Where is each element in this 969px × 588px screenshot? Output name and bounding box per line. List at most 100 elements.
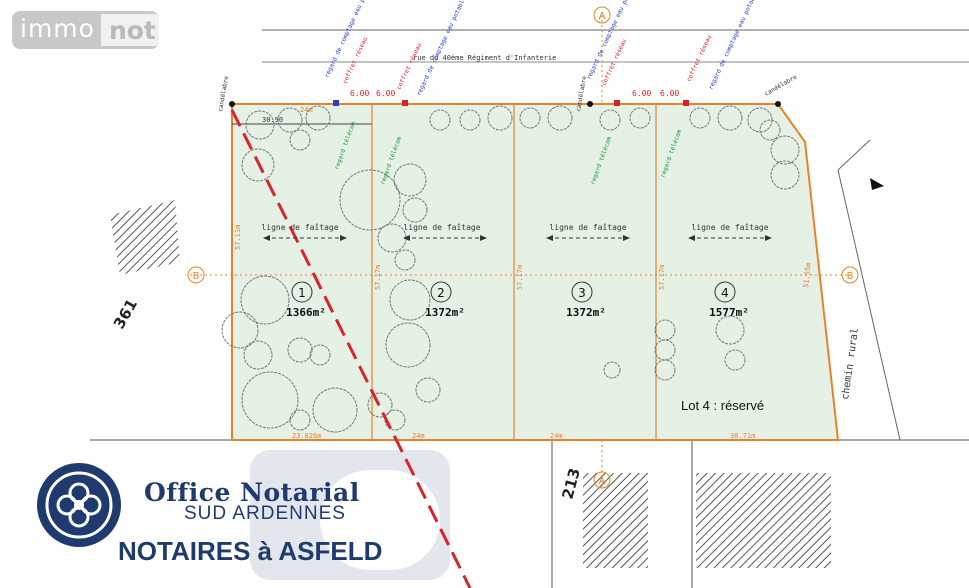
tree-16 (241, 371, 299, 429)
dim-bottom-3: 24m (550, 432, 563, 440)
utility-corner-3: candélabre (764, 73, 799, 97)
building-right (696, 473, 831, 568)
dim-bottom-4: 30.71m (730, 432, 755, 440)
svg-text:1366m²: 1366m² (286, 306, 326, 319)
tree-12 (221, 311, 259, 349)
road-name: chemin rural (840, 327, 861, 400)
svg-text:A: A (599, 476, 606, 487)
lot-4-label: 4 1577m² (709, 281, 749, 319)
notary-title: Office Notarial (144, 478, 360, 507)
utility-markers (229, 100, 781, 107)
tree-2 (277, 107, 303, 133)
tree-25 (459, 109, 481, 131)
marker-b-right: B (841, 266, 859, 284)
tree-15 (309, 344, 331, 366)
tree-19 (389, 279, 431, 321)
parcel-361: 361 (110, 296, 141, 332)
svg-text:2: 2 (437, 286, 445, 300)
utility-corner-1: candélabre (217, 75, 230, 112)
svg-text:1372m²: 1372m² (566, 306, 606, 319)
tree-23 (384, 409, 406, 431)
tree-32 (717, 105, 743, 131)
offset-2: 6.00 (376, 89, 395, 98)
tree-24 (429, 109, 451, 131)
tree-38 (654, 339, 676, 361)
svg-text:ligne de faîtage: ligne de faîtage (691, 223, 768, 232)
dim-side-1: 57.11m (234, 225, 242, 250)
lot-area (231, 103, 840, 441)
background-emblem (250, 450, 450, 580)
svg-text:B: B (847, 271, 854, 282)
tree-14 (287, 337, 313, 363)
dim-side-2: 57.17m (374, 265, 382, 290)
road-edge-outer (837, 169, 901, 441)
svg-text:A: A (599, 11, 606, 22)
dim-top-b: 24m (300, 106, 313, 114)
dim-bottom-1: 23.826m (292, 432, 322, 440)
dim-top-a: 30.90 (262, 116, 283, 124)
utility-meter-2: regard de comptage eau potable (415, 0, 467, 97)
watermark-part2: not (100, 14, 159, 46)
dim-right: 51.55m (802, 262, 813, 288)
dim-bottom-2: 24m (412, 432, 425, 440)
svg-text:ligne de faîtage: ligne de faîtage (261, 223, 338, 232)
tree-5 (289, 129, 311, 151)
marker-a-top: A (593, 6, 611, 24)
tree-29 (599, 109, 621, 131)
ridge-lot-4: ligne de faîtage (688, 223, 772, 241)
tree-35 (770, 160, 800, 190)
tree-31 (689, 107, 711, 129)
ridge-lot-3: ligne de faîtage (546, 223, 630, 241)
tree-39 (654, 359, 676, 381)
building-213 (583, 473, 648, 568)
svg-text:1577m²: 1577m² (709, 306, 749, 319)
tree-27 (519, 107, 541, 129)
watermark-part1: immo (20, 14, 95, 43)
building-361 (110, 200, 180, 275)
ridge-lot-1: ligne de faîtage (261, 223, 347, 241)
tree-7 (393, 163, 427, 197)
notary-seal-icon (37, 463, 121, 547)
tree-42 (603, 361, 621, 379)
tree-17 (312, 387, 358, 433)
parcel-213: 213 (558, 466, 583, 501)
tree-36 (759, 119, 781, 141)
lot-3-label: 3 1372m² (566, 281, 606, 319)
utility-cabinet-2: coffret réseau (395, 42, 423, 91)
svg-text:B: B (193, 271, 200, 282)
overhead-power-line (230, 109, 472, 588)
tree-22 (367, 392, 393, 418)
tree-1 (245, 110, 275, 140)
svg-text:ligne de faîtage: ligne de faîtage (549, 223, 626, 232)
utility-meter-4: regard de comptage eau potable (707, 0, 759, 91)
tree-4 (241, 148, 275, 182)
svg-text:1372m²: 1372m² (425, 306, 465, 319)
tree-26 (487, 105, 513, 131)
street-name: rue du 40ème Régiment d'Infanterie (413, 54, 556, 62)
offset-3: 6.00 (632, 89, 651, 98)
tree-3 (305, 105, 331, 131)
svg-text:4: 4 (721, 286, 729, 300)
dim-side-3: 57.17m (516, 265, 524, 290)
tree-28 (547, 105, 573, 131)
dim-side-4: 57.17m (658, 265, 666, 290)
notary-town: NOTAIRES à ASFELD (118, 536, 383, 566)
offset-4: 6.00 (660, 89, 679, 98)
lot-2-label: 2 1372m² (425, 281, 465, 319)
ridge-lot-2: ligne de faîtage (403, 223, 487, 241)
tree-21 (415, 377, 441, 403)
tree-13 (243, 340, 273, 370)
offset-1: 6.00 (350, 89, 369, 98)
tree-40 (715, 315, 745, 345)
tree-group (221, 105, 800, 433)
tree-10 (394, 249, 416, 271)
marker-a-bottom: A (593, 471, 611, 489)
svg-text:1: 1 (298, 286, 306, 300)
tree-30 (629, 107, 651, 129)
utility-cabinet-4: coffret réseau (685, 34, 713, 83)
notary-branding: Office Notarial SUD ARDENNES NOTAIRES à … (32, 458, 412, 578)
north-arrow-icon (870, 178, 884, 190)
marker-b-left: B (187, 266, 205, 284)
